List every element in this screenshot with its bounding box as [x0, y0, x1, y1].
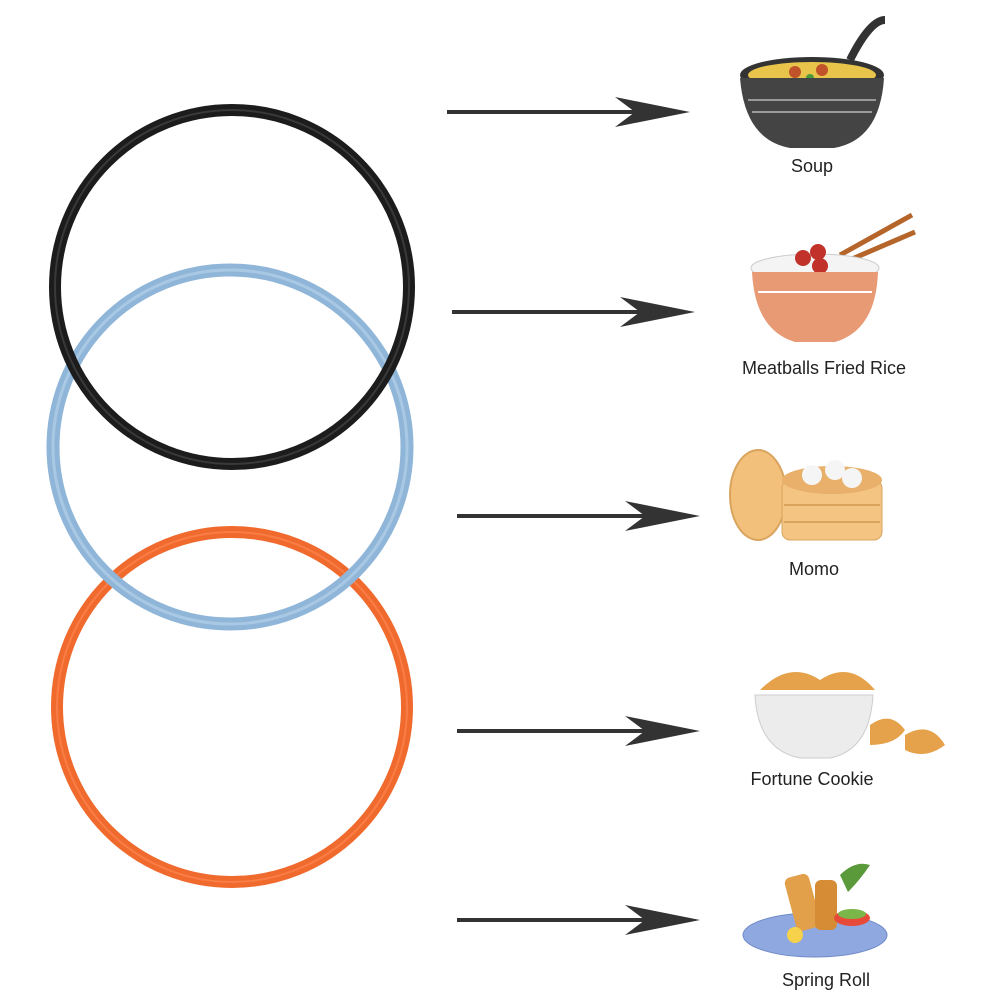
arrow-momo — [457, 501, 700, 531]
arrow-fortune-cookie — [457, 716, 700, 746]
fortune-cookie-icon — [754, 672, 945, 759]
steamer-basket-icon — [729, 449, 883, 541]
food-label-meatballs-fried-rice: Meatballs Fried Rice — [741, 358, 907, 378]
orange-ring — [51, 526, 413, 888]
food-label-soup: Soup — [790, 156, 834, 176]
rice-bowl-icon — [750, 212, 916, 342]
arrow-spring-roll — [457, 905, 700, 935]
arrow-rice — [452, 297, 695, 327]
food-label-spring-roll: Spring Roll — [781, 970, 871, 990]
blue-ring — [46, 263, 414, 631]
arrow-soup — [447, 97, 690, 127]
food-label-fortune-cookie: Fortune Cookie — [750, 769, 874, 789]
black-ring — [49, 104, 415, 470]
food-label-momo: Momo — [788, 559, 840, 579]
soup-bowl-icon — [740, 16, 886, 148]
spring-roll-plate-icon — [742, 863, 888, 958]
